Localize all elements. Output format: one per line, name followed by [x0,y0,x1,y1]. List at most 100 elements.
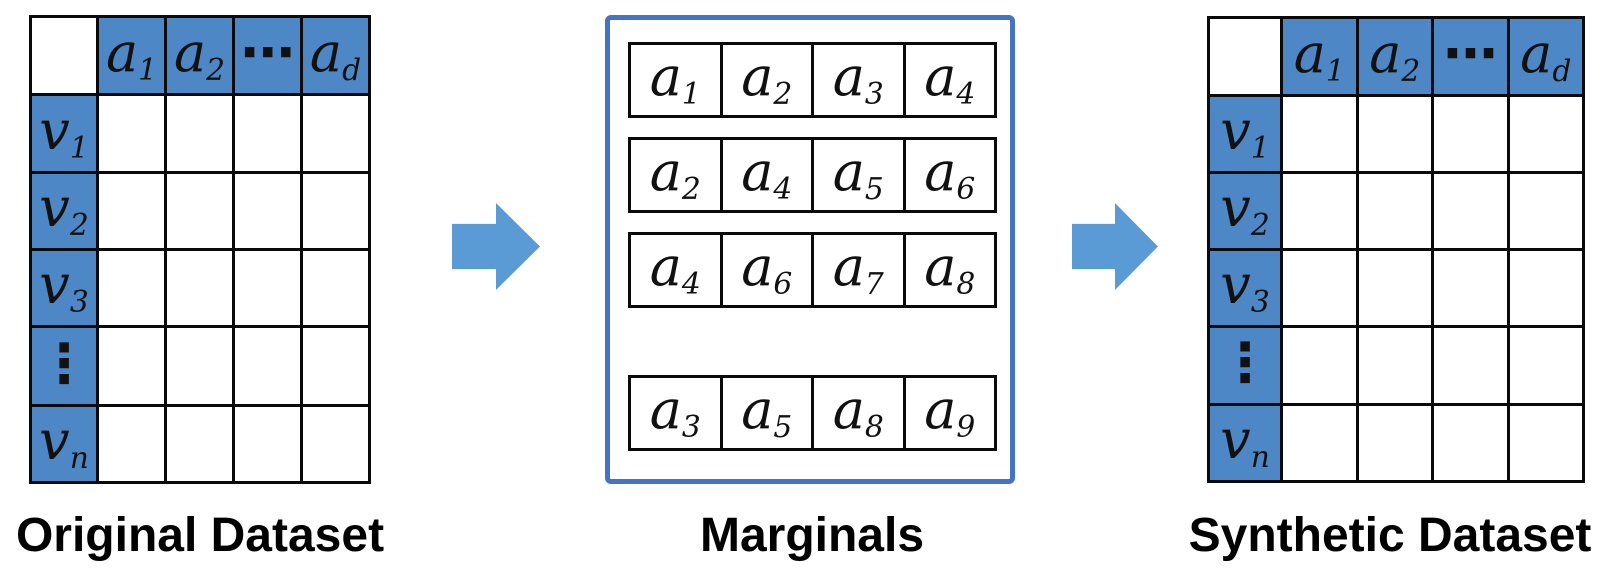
label-sub: 1 [138,52,158,88]
vertical-ellipsis-icon: ⋮ [37,331,91,395]
label-sub: 9 [956,410,976,446]
empty-data-cell [232,403,303,485]
empty-data-cell [1506,403,1585,483]
horizontal-ellipsis-icon: ⋯ [241,20,295,84]
label-base: a [649,45,682,109]
marginal-cell: a7 [811,232,906,308]
empty-data-cell [96,93,167,174]
data-row: v2 [29,170,371,251]
cell-label: a8 [924,235,975,300]
label-base: a [741,378,774,442]
cell-label: a1 [649,45,701,110]
empty-data-cell [300,247,371,329]
empty-data-cell [1280,171,1359,251]
marginal-cell: a1 [628,42,723,118]
marginal-cell: a5 [719,375,814,451]
label-base: a [1293,21,1326,85]
row-header-v1: v1 [1207,94,1283,175]
cell-label: a2 [650,140,701,205]
label-base: a [832,378,865,442]
label-sub: 5 [773,410,793,446]
marginals-label: Marginals [699,509,925,562]
marginals-box: a1 a2 a3 a4 a2 a4 a5 a6 a4 a6 a7 a8 [605,15,1015,484]
marginal-cell: a2 [628,137,723,213]
column-header-a2: a2 [1355,15,1434,98]
cell-label: a6 [741,235,792,300]
cell-label: a3 [832,45,884,110]
cell-label: a1 [105,20,157,85]
marginal-cell: a8 [902,232,997,308]
empty-data-cell [1431,403,1510,483]
empty-data-cell [1355,171,1434,251]
data-row: vn [1207,403,1585,483]
label-base: ⋮ [37,330,91,395]
label-sub: 7 [864,267,884,303]
cell-label: a2 [174,21,225,85]
label-sub: 5 [864,172,884,208]
marginal-strip-1: a1 a2 a3 a4 [628,42,997,118]
label-base: v [39,409,70,473]
label-sub: 3 [681,410,701,446]
empty-data-cell [164,93,235,174]
cell-label: a6 [924,140,975,205]
marginal-cell: a4 [902,42,997,118]
empty-data-cell [1506,247,1585,328]
marginal-cell: a4 [628,232,723,308]
cell-label: ad [309,20,361,85]
cell-label: a4 [741,140,792,205]
row-header-v3: v3 [1207,247,1283,328]
label-sub: 1 [1250,131,1270,167]
row-header-v3: v3 [29,247,99,329]
label-base: ⋯ [1443,21,1498,86]
empty-data-cell [1280,324,1359,407]
data-row: ⋮ [1207,324,1585,407]
marginal-cell: a9 [902,375,997,451]
empty-data-cell [1280,247,1359,328]
empty-data-cell [1355,324,1434,407]
marginal-cell: a6 [719,232,814,308]
original-dataset-label: Original Dataset [15,509,385,562]
row-header-ellipsis: ⋮ [29,325,99,407]
cell-label: a5 [741,378,792,443]
label-sub: 1 [1325,53,1345,89]
empty-data-cell [300,170,371,251]
label-base: a [649,235,682,299]
label-base: a [924,140,957,204]
label-base: v [1220,408,1251,472]
marginal-cell: a2 [719,42,814,118]
cell-label: vn [1220,408,1270,473]
marginal-cell: a3 [811,42,906,118]
label-base: a [832,140,865,204]
header-row: a1 a2 ⋯ a d [1207,15,1585,98]
label-base: a [741,140,774,204]
empty-data-cell [1355,94,1434,175]
label-sub: 3 [864,77,884,113]
empty-data-cell [1280,403,1359,483]
empty-data-cell [164,325,235,407]
empty-data-cell [164,247,235,329]
label-sub: 1 [681,77,701,113]
cell-label: a2 [1369,22,1420,86]
label-sub: 2 [681,172,701,208]
cell-label: a1 [1293,21,1345,86]
data-row: v3 [1207,247,1585,328]
cell-label: v1 [1220,99,1269,164]
vertical-ellipsis-icon: ⋮ [1218,330,1272,394]
label-sub: d [1552,53,1572,89]
cell-label: a5 [832,140,884,205]
label-sub: n [69,440,89,476]
label-base: a [649,378,682,442]
cell-label: a8 [832,378,884,443]
label-base: a [309,20,343,84]
data-row: ⋮ [29,325,371,407]
label-base: v [1220,99,1251,163]
data-row: v1 [1207,94,1585,175]
label-sub: 3 [1250,285,1270,321]
marginal-strip-4: a3 a5 a8 a9 [628,375,997,451]
column-header-ellipsis: ⋯ [232,14,303,97]
empty-data-cell [300,93,371,174]
row-header-vn: vn [1207,403,1283,483]
label-base: a [105,20,139,84]
label-base: a [832,45,865,109]
